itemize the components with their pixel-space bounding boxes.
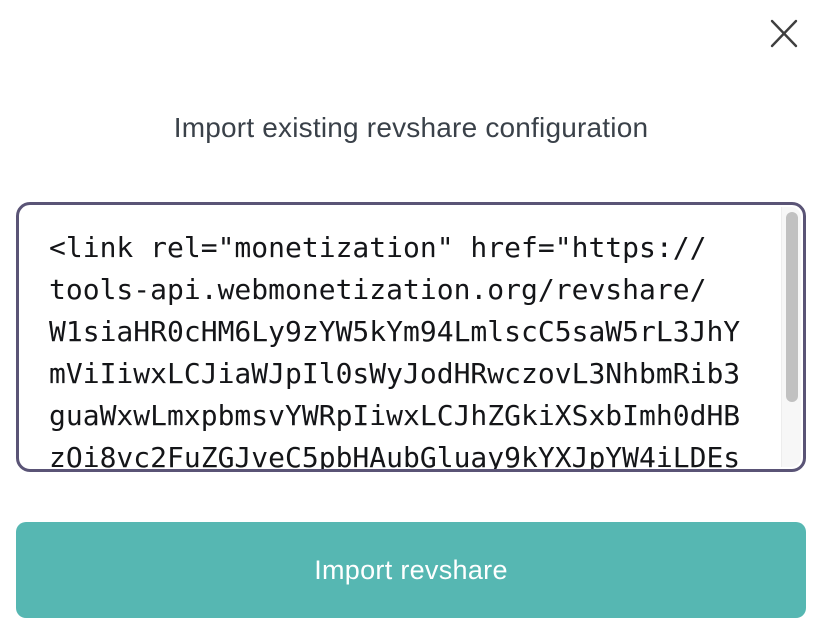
close-button[interactable] — [766, 16, 802, 52]
import-revshare-button[interactable]: Import revshare — [16, 522, 806, 618]
scrollbar-track[interactable] — [781, 207, 801, 467]
modal-title: Import existing revshare configuration — [173, 112, 649, 143]
config-textarea-wrap — [16, 202, 806, 472]
config-textarea[interactable] — [19, 205, 759, 469]
scrollbar-thumb[interactable] — [786, 212, 798, 402]
close-icon — [770, 19, 798, 48]
